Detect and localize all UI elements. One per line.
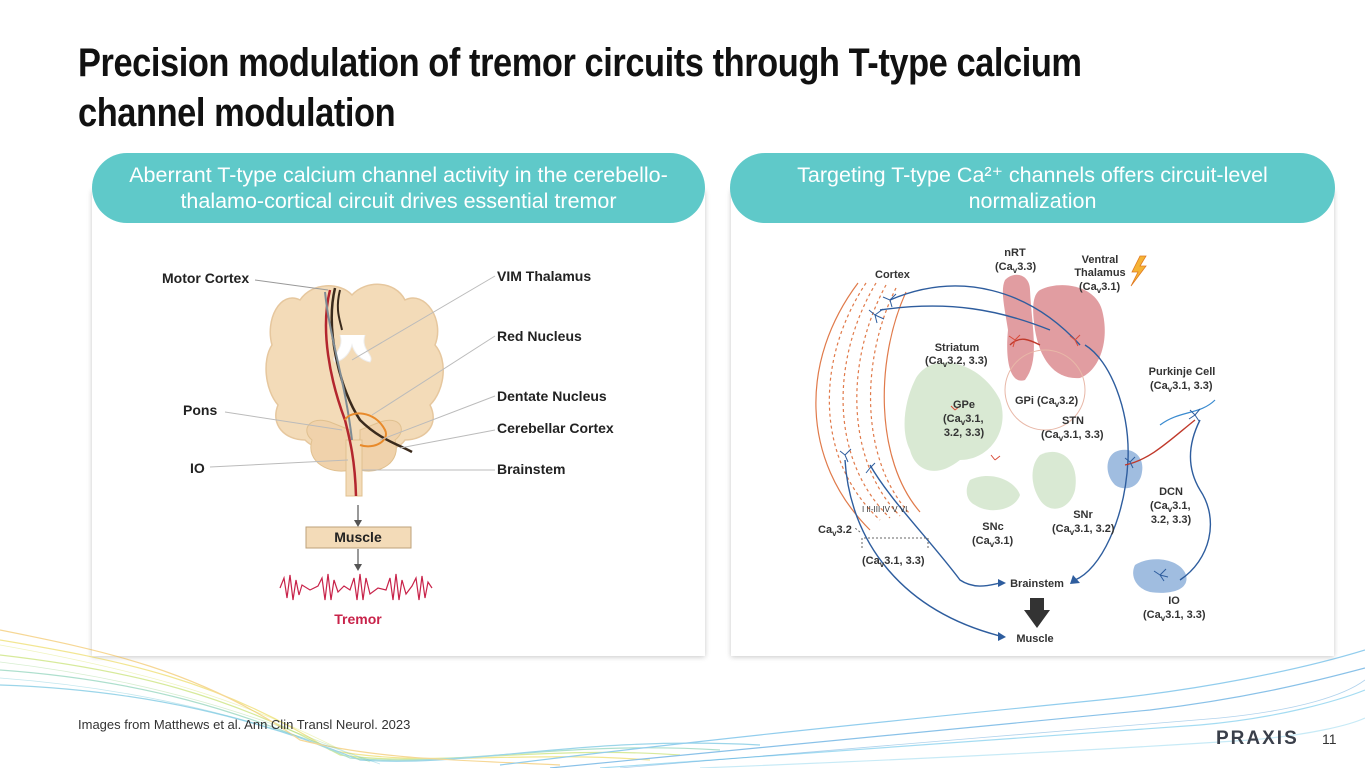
label-purkinje: Purkinje Cell	[1149, 366, 1216, 378]
slide-title: Precision modulation of tremor circuits …	[78, 41, 1082, 135]
down-arrow-icon	[1024, 598, 1050, 628]
label-nrt-channel: (Cav3.3)	[995, 261, 1036, 275]
left-diagram-panel: Motor Cortex Pons IO VIM Thalamus Red Nu…	[92, 190, 705, 656]
left-panel-header: Aberrant T-type calcium channel activity…	[92, 153, 705, 223]
label-ventral: Ventral	[1082, 254, 1119, 266]
label-nrt: nRT	[1004, 247, 1026, 259]
dcn-region	[1107, 449, 1143, 489]
label-dcn: DCN	[1159, 486, 1183, 498]
label-cortical-layers: I II-III IV V VI	[862, 505, 907, 514]
nrt-region	[1002, 274, 1034, 381]
label-snr: SNr	[1073, 509, 1093, 521]
label-dcn-channel-2: 3.2, 3.3)	[1151, 514, 1192, 526]
label-snc-channel: (Cav3.1)	[972, 535, 1013, 549]
label-stn: STN	[1062, 415, 1084, 427]
label-io-channel: (Cav3.1, 3.3)	[1143, 609, 1206, 623]
lightning-icon	[1130, 255, 1147, 287]
label-vim-thalamus: VIM Thalamus	[497, 268, 591, 284]
striatum-region	[904, 362, 1003, 471]
label-red-nucleus: Red Nucleus	[497, 328, 582, 344]
label-gpe-channel-2: 3.2, 3.3)	[944, 427, 985, 439]
label-thalamus: Thalamus	[1074, 267, 1125, 279]
io-region	[1133, 559, 1187, 593]
ventral-thalamus-region	[1033, 285, 1105, 379]
label-snc: SNc	[982, 521, 1003, 533]
label-gpe-channel: (Cav3.1,	[943, 413, 984, 427]
label-pons: Pons	[183, 402, 217, 418]
label-stn-channel: (Cav3.1, 3.3)	[1041, 429, 1104, 443]
label-striatum-channel: (Cav3.2, 3.3)	[925, 355, 988, 369]
label-snr-channel: (Cav3.1, 3.2)	[1052, 523, 1115, 537]
decorative-waves	[0, 629, 1365, 768]
label-dentate-nucleus: Dentate Nucleus	[497, 388, 607, 404]
footnote-citation: Images from Matthews et al. Ann Clin Tra…	[78, 717, 411, 732]
label-gpe: GPe	[953, 399, 975, 411]
muscle-box	[305, 526, 412, 549]
label-brainstem-right: Brainstem	[1010, 578, 1064, 590]
tremor-waveform	[279, 573, 433, 601]
label-muscle-right: Muscle	[1016, 633, 1053, 645]
right-panel-header: Targeting T-type Ca²⁺ channels offers ci…	[730, 153, 1335, 223]
label-dcn-channel: (Cav3.1,	[1150, 500, 1191, 514]
label-striatum: Striatum	[935, 342, 980, 354]
praxis-logo: PRAXIS	[1216, 728, 1299, 749]
label-muscle: Muscle	[334, 529, 382, 545]
label-vt-channel: (Cav3.1)	[1079, 281, 1120, 295]
label-cav31-33: (Cav3.1, 3.3)	[862, 555, 925, 569]
tremor-circuit-diagram: Motor Cortex Pons IO VIM Thalamus Red Nu…	[162, 268, 614, 627]
label-cerebellar-cortex: Cerebellar Cortex	[497, 420, 614, 436]
label-gpi: GPi (Cav3.2)	[1015, 395, 1078, 409]
label-purkinje-channel: (Cav3.1, 3.3)	[1150, 380, 1213, 394]
label-motor-cortex: Motor Cortex	[162, 270, 249, 286]
page-number: 11	[1322, 731, 1337, 747]
right-diagram-panel: Cortex nRT (Cav3.3) Ventral Thalamus (Ca…	[731, 190, 1334, 656]
label-brainstem: Brainstem	[497, 461, 565, 477]
label-cortex: Cortex	[875, 269, 911, 281]
label-tremor: Tremor	[334, 611, 382, 627]
label-io: IO	[190, 460, 205, 476]
label-io-right: IO	[1168, 595, 1180, 607]
circuit-normalization-diagram: Cortex nRT (Cav3.3) Ventral Thalamus (Ca…	[815, 247, 1216, 645]
label-cav32: Cav3.2	[818, 524, 852, 538]
